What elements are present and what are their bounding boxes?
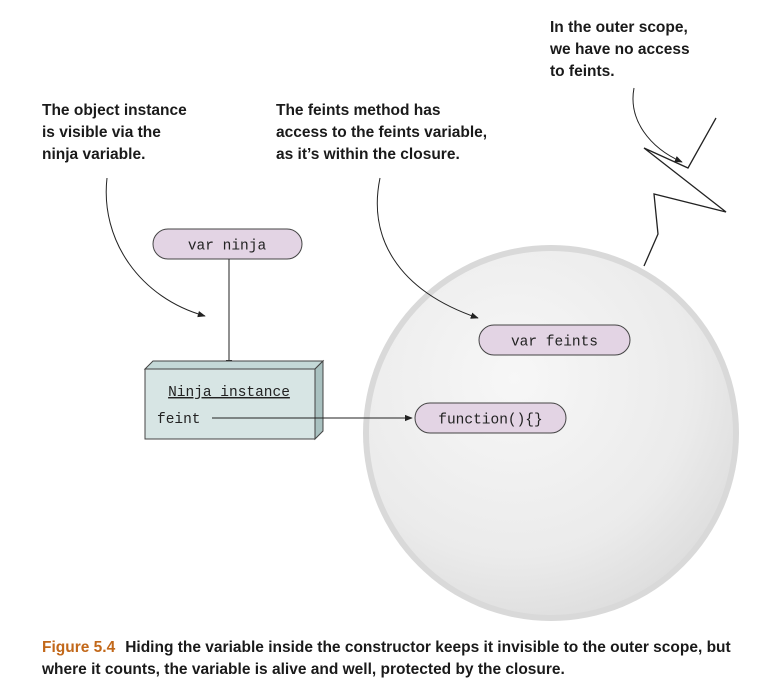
callout-line: In the outer scope, bbox=[550, 19, 688, 36]
var-feints-label: var feints bbox=[511, 335, 598, 351]
callout-arrow-ninja bbox=[105, 177, 206, 318]
var-feints-node: var feints bbox=[478, 324, 631, 356]
callout-line: The object instance bbox=[42, 102, 187, 119]
callout-arrow-outer bbox=[632, 87, 683, 163]
function-node: function(){} bbox=[414, 402, 567, 434]
callout-line: ninja variable. bbox=[42, 146, 146, 163]
var-ninja-label: var ninja bbox=[188, 239, 267, 255]
caption-text: Hiding the variable inside the construct… bbox=[42, 639, 731, 678]
feint-property-label: feint bbox=[157, 412, 201, 428]
function-label: function(){} bbox=[438, 413, 542, 429]
callout-outer-scope: In the outer scope, we have no access to… bbox=[550, 17, 690, 83]
callout-arrow-feints bbox=[376, 177, 479, 319]
ninja-instance-box: Ninja instance feint bbox=[143, 359, 325, 441]
callout-line: to feints. bbox=[550, 63, 615, 80]
callout-line: is visible via the bbox=[42, 124, 161, 141]
figure-label: Figure 5.4 bbox=[42, 639, 116, 656]
callout-line: we have no access bbox=[550, 41, 690, 58]
ninja-instance-title: Ninja instance bbox=[168, 385, 290, 401]
callout-ninja-visibility: The object instance is visible via the n… bbox=[42, 100, 187, 166]
var-ninja-node: var ninja bbox=[152, 228, 303, 260]
callout-line: access to the feints variable, bbox=[276, 124, 488, 141]
callout-line: The feints method has bbox=[276, 102, 441, 119]
callout-line: as it’s within the closure. bbox=[276, 146, 460, 163]
blocked-access-bolt-icon bbox=[643, 117, 727, 267]
callout-feints-closure: The feints method has access to the fein… bbox=[276, 100, 487, 166]
